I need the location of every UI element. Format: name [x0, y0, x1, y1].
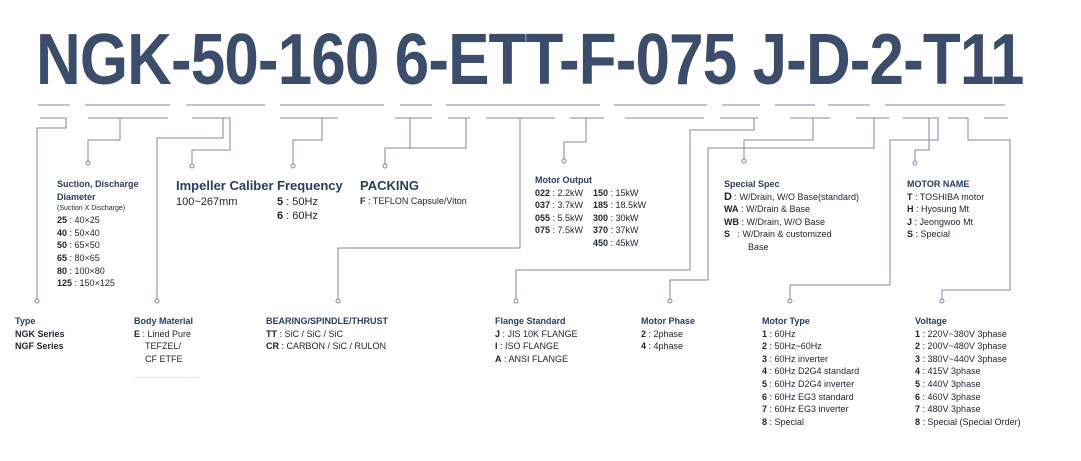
- motor-type-item: 1 : 60Hz: [762, 328, 796, 339]
- voltage-block: Voltage 1 : 220V~380V 3phase 2 : 200V~48…: [915, 315, 1021, 428]
- motor-output-item: 370 : 37kW: [593, 225, 639, 236]
- motor-name-title: MOTOR NAME: [907, 179, 970, 189]
- special-spec-block: Special Spec D : W/Drain, W/O Base(stand…: [724, 178, 859, 254]
- special-spec-cont: Base: [748, 241, 769, 252]
- motor-phase-item: 4 : 4phase: [641, 341, 684, 352]
- motor-phase-block: Motor Phase 2 : 2phase 4 : 4phase: [641, 315, 695, 353]
- motor-name-block: MOTOR NAME T : TOSHIBA motor H : Hyosung…: [907, 178, 984, 241]
- motor-phase-item: 2 : 2phase: [641, 328, 684, 339]
- flange-item: A : ANSI FLANGE: [495, 353, 569, 364]
- motor-type-item: 4 : 60Hz D2G4 standard: [762, 366, 860, 377]
- flange-item: J : JIS 10K FLANGE: [495, 328, 578, 339]
- body-material-item: E : Lined Pure: [134, 328, 192, 339]
- motor-output-item: 037 : 3.7kW: [535, 200, 584, 211]
- motor-output-title: Motor Output: [535, 175, 592, 185]
- packing-item: F : TEFLON Capsule/Viton: [360, 196, 467, 206]
- motor-output-item: 185 : 18.5kW: [593, 200, 647, 211]
- suction-item: 50 : 65×50: [57, 240, 100, 251]
- frequency-item: 6 : 60Hz: [277, 210, 318, 222]
- motor-output-item: 450 : 45kW: [593, 237, 639, 248]
- motor-output-item: 300 : 30kW: [593, 212, 639, 223]
- suction-item: 25 : 40×25: [57, 215, 100, 226]
- motor-type-title: Motor Type: [762, 316, 810, 326]
- packing-title: PACKING: [360, 178, 419, 193]
- frequency-block: Frequency 5 : 50Hz 6 : 60Hz: [277, 177, 343, 223]
- motor-type-item: 8 : Special: [762, 416, 805, 427]
- voltage-item: 2 : 200V~480V 3phase: [915, 341, 1007, 352]
- type-item: NGK Series: [15, 328, 65, 339]
- motor-output-item: 150 : 15kW: [593, 187, 639, 198]
- impeller-title: Impeller Caliber: [176, 178, 274, 193]
- bearing-item: CR : CARBON / SiC / RULON: [266, 341, 387, 352]
- motor-type-item: 7 : 60Hz EG3 inverter: [762, 404, 849, 415]
- motor-name-item: J : Jeongwoo Mt: [907, 216, 974, 227]
- motor-type-item: 5 : 60Hz D2G4 inverter: [762, 378, 855, 389]
- suction-title: Suction, Discharge Diameter: [57, 179, 139, 202]
- type-item: NGF Series: [15, 341, 64, 352]
- impeller-value: 100~267mm: [176, 196, 238, 208]
- motor-type-item: 2 : 50Hz~60Hz: [762, 341, 822, 352]
- type-block: Type NGK Series NGF Series: [15, 315, 65, 353]
- body-material-block: Body Material E : Lined Pure TEFZEL/ CF …: [134, 315, 200, 386]
- motor-output-item: 075 : 7.5kW: [535, 225, 584, 236]
- flange-title: Flange Standard: [495, 316, 566, 326]
- voltage-item: 4 : 415V 3phase: [915, 366, 981, 377]
- voltage-item: 3 : 380V~440V 3phase: [915, 353, 1007, 364]
- motor-output-item: [535, 237, 593, 250]
- voltage-item: 5 : 440V 3phase: [915, 378, 981, 389]
- body-material-line: CF ETFE: [145, 353, 183, 364]
- motor-name-item: T : TOSHIBA motor: [907, 191, 985, 202]
- suction-block: Suction, Discharge Diameter (Suction X D…: [57, 178, 152, 290]
- motor-output-item: 022 : 2.2kW: [535, 187, 584, 198]
- body-material-faded: ~~~~~~~~~~~~~: [134, 375, 201, 383]
- voltage-item: 1 : 220V~380V 3phase: [915, 328, 1007, 339]
- voltage-item: 6 : 460V 3phase: [915, 391, 981, 402]
- voltage-item: 8 : Special (Special Order): [915, 416, 1021, 427]
- voltage-item: 7 : 480V 3phase: [915, 404, 981, 415]
- packing-block: PACKING F : TEFLON Capsule/Viton: [360, 177, 467, 208]
- special-spec-item: WA : W/Drain & Base: [724, 204, 811, 215]
- motor-type-item: 3 : 60Hz inverter: [762, 353, 829, 364]
- impeller-block: Impeller Caliber 100~267mm: [176, 177, 274, 209]
- suction-item: 125 : 150×125: [57, 278, 115, 289]
- bearing-title: BEARING/SPINDLE/THRUST: [266, 316, 389, 326]
- special-spec-title: Special Spec: [724, 179, 780, 189]
- bearing-item: TT : SiC / SiC / SiC: [266, 328, 344, 339]
- body-material-title: Body Material: [134, 316, 194, 326]
- frequency-title: Frequency: [277, 178, 343, 193]
- model-code-heading: NGK-50-160 6-ETT-F-075 J-D-2-T11: [36, 20, 1024, 100]
- motor-type-item: 6 : 60Hz EG3 standard: [762, 391, 854, 402]
- motor-output-item: 055 : 5.5kW: [535, 212, 584, 223]
- suction-item: 80 : 100×80: [57, 265, 105, 276]
- suction-item: 65 : 80×65: [57, 252, 100, 263]
- motor-type-block: Motor Type 1 : 60Hz 2 : 50Hz~60Hz 3 : 60…: [762, 315, 859, 428]
- motor-name-item: S : Special: [907, 229, 951, 240]
- motor-phase-title: Motor Phase: [641, 316, 696, 326]
- voltage-title: Voltage: [915, 316, 947, 326]
- flange-item: I : ISO FLANGE: [495, 341, 560, 352]
- flange-block: Flange Standard J : JIS 10K FLANGE I : I…: [495, 315, 578, 365]
- suction-note: (Suction X Discharge): [57, 205, 126, 213]
- suction-item: 40 : 50×40: [57, 227, 100, 238]
- body-material-line: TEFZEL/: [145, 341, 182, 352]
- type-title: Type: [15, 316, 36, 326]
- motor-name-item: H : Hyosung Mt: [907, 204, 970, 215]
- motor-output-grid: 022 : 2.2kW 150 : 15kW 037 : 3.7kW 185 :…: [535, 187, 663, 250]
- special-spec-item: WB : W/Drain, W/O Base: [724, 216, 826, 227]
- special-spec-item: S : W/Drain & customized: [724, 229, 832, 240]
- frequency-item: 5 : 50Hz: [277, 196, 318, 208]
- motor-output-block: Motor Output 022 : 2.2kW 150 : 15kW 037 …: [535, 174, 663, 250]
- bearing-block: BEARING/SPINDLE/THRUST TT : SiC / SiC / …: [266, 315, 388, 353]
- special-spec-item: D : W/Drain, W/O Base(standard): [724, 190, 859, 203]
